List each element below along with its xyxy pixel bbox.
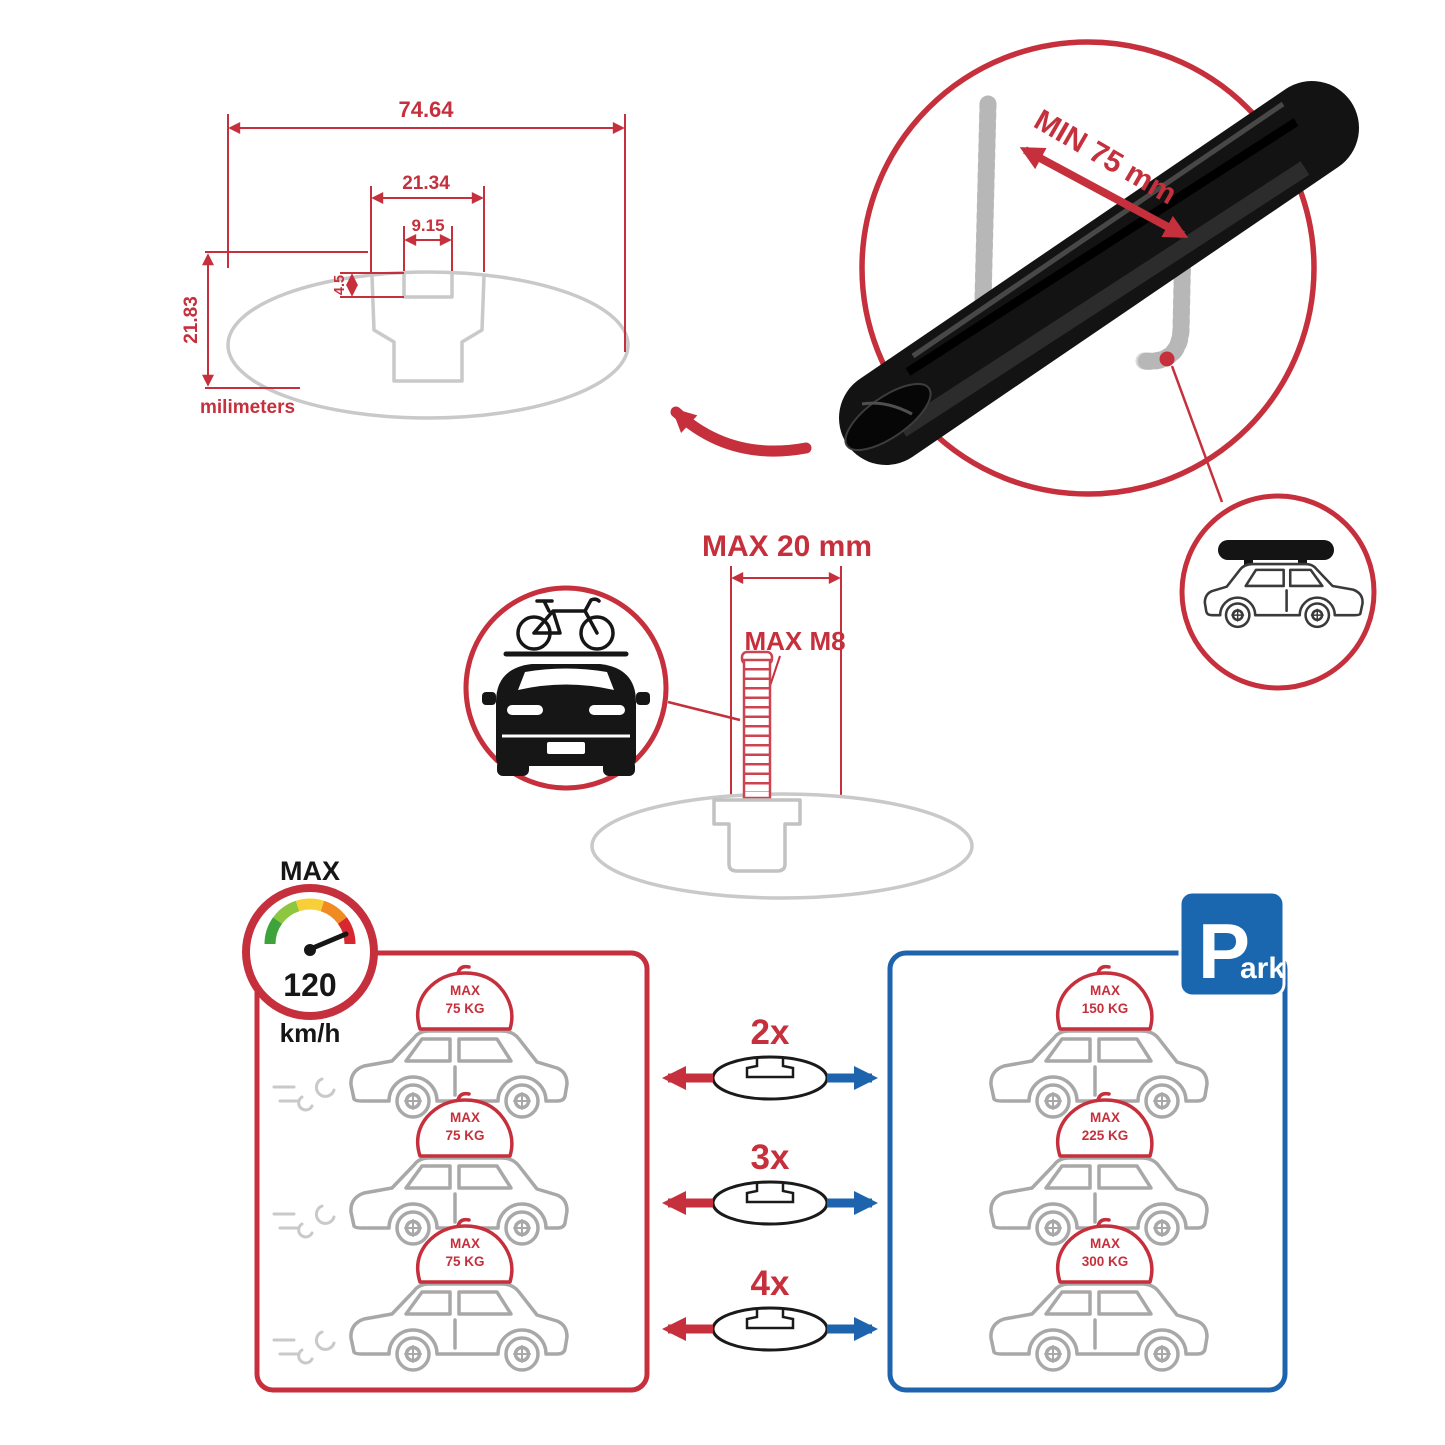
bag-kg-label: 75 KG <box>445 1254 484 1269</box>
gauge-pivot <box>304 944 316 956</box>
park-sign-board <box>1178 890 1286 998</box>
clamp-point-dot <box>1159 351 1175 367</box>
bolt-spec: MAX 20 mm MAX M8 <box>463 530 974 900</box>
bar-end-cap <box>844 382 932 452</box>
bag-max-label: MAX <box>450 983 480 998</box>
speed-max-label: MAX <box>280 856 340 886</box>
driving-panel: MAX 75 KG MAX 75 KG MAX 75 KG <box>254 950 650 1393</box>
multiplier-2: 3x <box>751 1138 790 1177</box>
dim-lip-depth: 4.5 <box>332 275 348 295</box>
bag-max-label: MAX <box>1090 983 1120 998</box>
bike-leader-line <box>667 700 741 722</box>
park-letter: P <box>1198 907 1250 995</box>
section-pointer-arrow <box>670 406 812 457</box>
bag-max-label: MAX <box>1090 1110 1120 1125</box>
threaded-bolt <box>740 650 774 800</box>
parking-panel: MAX 150 KG MAX 225 KG MAX 300 KG <box>887 950 1288 1393</box>
bag-kg-label: 300 KG <box>1082 1254 1129 1269</box>
car-with-load-right-3: MAX 300 KG <box>989 1217 1209 1372</box>
rooftop-cargo-example <box>1179 493 1377 691</box>
dimension-lines <box>202 114 626 389</box>
profile-ellipse <box>226 270 630 420</box>
clamp-leader-line <box>1170 365 1224 503</box>
roof-box <box>1218 540 1334 560</box>
bag-kg-label: 75 KG <box>445 1128 484 1143</box>
bike-on-car-example <box>463 585 741 791</box>
speed-limit: MAX 120 km/h <box>242 856 378 1048</box>
multiplier-3: 4x <box>751 1264 790 1303</box>
motion-swirls <box>272 1330 336 1365</box>
crossbar-icon-3 <box>711 1306 829 1352</box>
speed-value: 120 <box>283 967 336 1003</box>
bolt-dimension-lines <box>730 566 842 796</box>
bag-max-label: MAX <box>450 1110 480 1125</box>
multiplier-1: 2x <box>751 1013 790 1052</box>
profile-channel-outer <box>370 274 486 383</box>
speed-unit: km/h <box>280 1018 341 1048</box>
motion-swirls <box>272 1077 336 1112</box>
dim-total-width: 74.64 <box>398 97 454 122</box>
dim-channel-opening: 9.15 <box>411 216 444 235</box>
crossbar-bar <box>839 81 1359 465</box>
car-with-load-right-1: MAX 150 KG <box>989 964 1209 1119</box>
crossbar-detail: MIN 75 mm <box>839 39 1359 503</box>
dim-total-height: 21.83 <box>181 296 202 344</box>
bag-max-label: MAX <box>450 1236 480 1251</box>
car-front-icon <box>482 651 650 776</box>
t-slot-nut <box>712 798 802 873</box>
quantity-options: 2x 3x 4x <box>662 1013 878 1352</box>
park-sign: P ark <box>1178 890 1286 998</box>
park-rest: ark <box>1240 952 1285 985</box>
bag-kg-label: 75 KG <box>445 1001 484 1016</box>
dim-channel-outer: 21.34 <box>402 173 450 194</box>
bag-kg-label: 150 KG <box>1082 1001 1129 1016</box>
bag-max-label: MAX <box>1090 1236 1120 1251</box>
bicycle-icon <box>516 597 615 651</box>
crossbar-icon-1 <box>711 1055 829 1101</box>
gauge-arcs <box>264 898 356 945</box>
crossbar-icon-2 <box>711 1180 829 1226</box>
car-with-load-left-1: MAX 75 KG <box>272 964 569 1119</box>
car-with-load-left-3: MAX 75 KG <box>272 1217 569 1372</box>
profile-channel-lip <box>402 271 454 299</box>
channel-ellipse-ghost <box>590 792 974 900</box>
units-label: milimeters <box>200 397 295 418</box>
cross-section-drawing: 74.64 21.34 9.15 4.5 21.83 milimeters <box>181 97 630 420</box>
bolt-max-width-label: MAX 20 mm <box>702 530 872 563</box>
motion-swirls <box>272 1204 336 1239</box>
profile-outline <box>226 270 630 420</box>
bag-kg-label: 225 KG <box>1082 1128 1129 1143</box>
car-with-load-left-2: MAX 75 KG <box>272 1091 569 1246</box>
car-with-load-right-2: MAX 225 KG <box>989 1091 1209 1246</box>
u-bolt <box>974 95 1192 370</box>
